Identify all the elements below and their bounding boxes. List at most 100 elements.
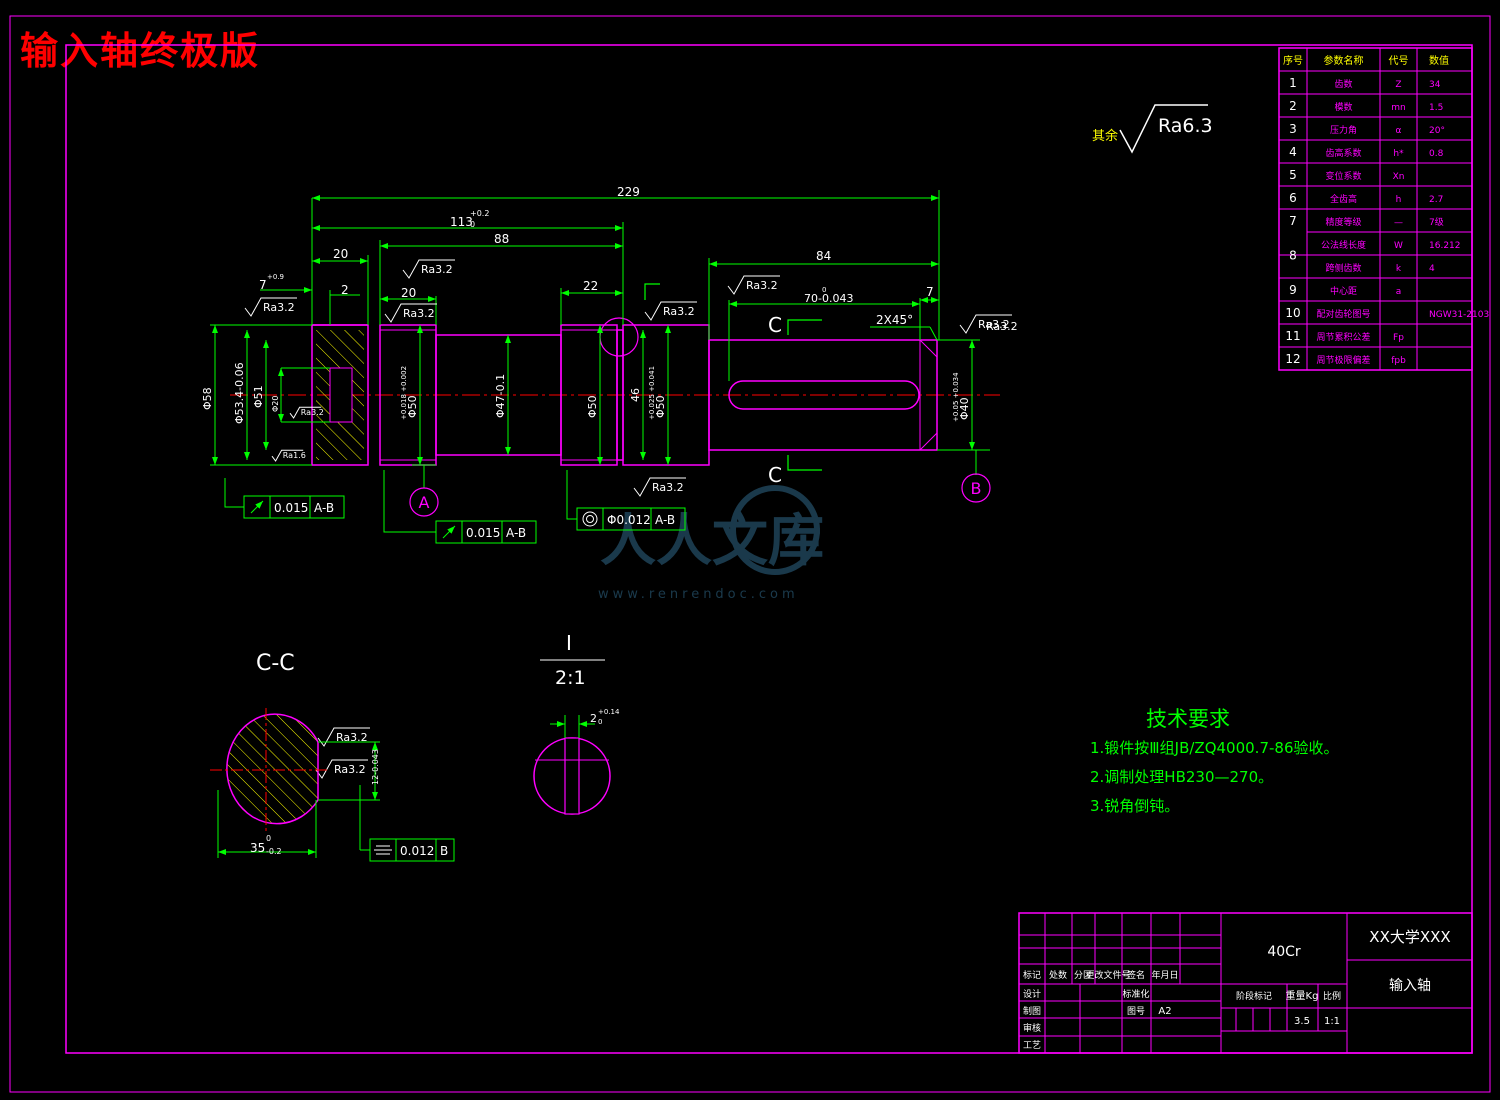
tb-left-col-3: 工艺 xyxy=(1023,1040,1041,1051)
dim-229: 229 xyxy=(617,185,640,199)
params-header-1: 参数名称 xyxy=(1324,54,1364,67)
roughness-r8: Ra3.2 xyxy=(301,408,324,417)
params-cell-6-1: 精度等级 xyxy=(1325,216,1361,228)
params-cell-3-0: 4 xyxy=(1289,145,1297,159)
dim-tol50a: +0.018 +0.002 xyxy=(400,366,408,420)
params-cell-3-3: 0.8 xyxy=(1429,149,1444,159)
tb-school: XX大学XXX xyxy=(1369,928,1450,946)
params-cell-6-3: 7级 xyxy=(1429,216,1444,228)
params-cell-11-1: 周节累积公差 xyxy=(1316,331,1370,343)
svg-text:0.015: 0.015 xyxy=(466,526,500,540)
svg-text:A-B: A-B xyxy=(314,501,334,515)
dim-70-tol: 0 xyxy=(822,286,826,294)
params-cell-10-1: 配对齿轮图号 xyxy=(1316,308,1370,320)
tech-title: 技术要求 xyxy=(1146,707,1230,731)
cut-label-bottom: C xyxy=(768,463,782,487)
dim-chamfer: 2X45° xyxy=(876,313,913,327)
tech-item-3: 3.锐角倒钝。 xyxy=(1090,797,1179,815)
roughness-r12: Ra3.2 xyxy=(986,320,1018,333)
params-cell-8-1: 跨侧齿数 xyxy=(1325,262,1361,274)
dim-7a: 7 xyxy=(259,278,267,292)
roughness-r5: Ra3.2 xyxy=(746,279,778,292)
dim-phi50c: Φ50 xyxy=(654,395,667,418)
params-cell-0-3: 34 xyxy=(1429,80,1441,90)
roughness-r10: Ra3.2 xyxy=(336,731,368,744)
detail-tol: +0.14 xyxy=(598,708,620,716)
dim-phi50b: Φ50 xyxy=(586,395,599,418)
params-cell-8-2: k xyxy=(1396,264,1402,274)
tb-weight-label: 重量Kg xyxy=(1286,989,1319,1002)
surface-finish-prefix: 其余 xyxy=(1092,128,1118,144)
roughness-r11: Ra3.2 xyxy=(334,763,366,776)
svg-text:A-B: A-B xyxy=(506,526,526,540)
watermark-url: www.renrendoc.com xyxy=(598,587,799,602)
tb-left-col-1: 制图 xyxy=(1023,1005,1041,1017)
params-cell-6-2: — xyxy=(1394,218,1403,228)
params-cell-2-0: 3 xyxy=(1289,122,1297,136)
params-cell-5-3: 2.7 xyxy=(1429,195,1443,205)
params-cell-1-2: mn xyxy=(1391,103,1405,113)
params-cell-0-1: 齿数 xyxy=(1334,78,1352,90)
params-cell-10-0: 10 xyxy=(1285,306,1300,320)
detail-tol0: 0 xyxy=(598,718,602,726)
params-cell-3-1: 齿高系数 xyxy=(1325,147,1361,159)
params-cell-8-3: 4 xyxy=(1429,264,1435,274)
watermark: 人人文库 www.renrendoc.com xyxy=(598,485,824,602)
roughness-r2: Ra3.2 xyxy=(403,307,435,320)
tb-fig-value: A2 xyxy=(1158,1006,1171,1017)
tb-std-label: 标准化 xyxy=(1122,988,1149,1000)
params-cell-7-2: W xyxy=(1394,241,1403,251)
tb-left-col-2: 审核 xyxy=(1023,1022,1041,1034)
dim-113: 113 xyxy=(450,215,473,229)
cut-label-top: C xyxy=(768,313,782,337)
params-cell-0-2: Z xyxy=(1395,80,1401,90)
roughness-r4: Ra3.2 xyxy=(663,305,695,318)
dim-tol40: +0.05 +0.034 xyxy=(952,372,960,422)
cc-dim-tol: -0.2 xyxy=(266,847,282,856)
cc-dim-tol0: 0 xyxy=(266,834,271,843)
dim-113-tol0: 0 xyxy=(470,220,475,229)
tb-row-label-3: 更改文件号 xyxy=(1085,969,1130,981)
datum-b: B xyxy=(971,479,982,498)
params-cell-5-2: h xyxy=(1396,195,1402,205)
params-cell-10-3: NGW31-2103 xyxy=(1429,310,1489,320)
params-cell-11-0: 11 xyxy=(1285,329,1300,343)
params-cell-1-0: 2 xyxy=(1289,99,1297,113)
dim-phi53: Φ53.4-0.06 xyxy=(233,362,246,424)
cc-dim: 35 xyxy=(250,841,265,855)
params-cell-7-3: 16.212 xyxy=(1429,241,1461,251)
svg-text:A-B: A-B xyxy=(655,513,675,527)
params-cell-2-2: α xyxy=(1396,126,1402,136)
dim-phi50a: Φ50 xyxy=(406,395,419,418)
dim-phi51: Φ51 xyxy=(252,385,265,408)
detail-dim: 2 xyxy=(590,712,597,725)
surface-finish-value: Ra6.3 xyxy=(1158,115,1213,137)
inner-frame xyxy=(65,44,1473,1054)
params-cell-9-1: 中心距 xyxy=(1330,285,1357,297)
tb-fig-label: 图号 xyxy=(1127,1006,1145,1017)
params-cell-4-1: 变位系数 xyxy=(1325,170,1361,182)
dim-88: 88 xyxy=(494,232,509,246)
roughness-r3: Ra3.2 xyxy=(421,263,453,276)
dim-phi47: Φ47-0.1 xyxy=(494,374,507,418)
outer-frame xyxy=(9,15,1491,1093)
params-header-2: 代号 xyxy=(1389,55,1409,67)
params-cell-1-1: 模数 xyxy=(1334,101,1352,113)
dim-2: 2 xyxy=(341,283,349,297)
params-cell-7-0: 8 xyxy=(1289,249,1297,263)
detail-label: I xyxy=(566,631,572,655)
svg-text:B: B xyxy=(440,844,448,858)
params-cell-12-2: fpb xyxy=(1391,356,1406,366)
roughness-r1: Ra3.2 xyxy=(263,301,295,314)
params-cell-7-1: 公法线长度 xyxy=(1321,239,1366,251)
watermark-text: 人人文库 xyxy=(600,509,824,574)
section-cc: C-C 35 -0.2 0 12-0.043 xyxy=(210,651,380,858)
shaft-main-view: A B C C 229 113 +0.2 0 88 84 20 20 22 7 … xyxy=(201,185,1018,862)
dim-20b: 20 xyxy=(401,286,416,300)
dim-7a-tol: +0.9 xyxy=(267,273,284,281)
tb-row-label-2: 分区 xyxy=(1074,970,1092,981)
